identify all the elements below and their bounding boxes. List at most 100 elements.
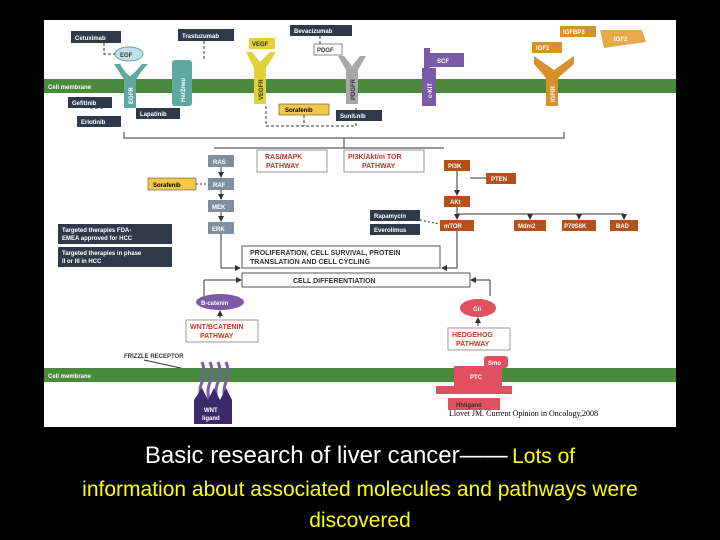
- svg-text:Her2neu: Her2neu: [181, 78, 187, 102]
- svg-text:IGFIR: IGFIR: [551, 85, 557, 102]
- svg-text:Cetuximab: Cetuximab: [75, 36, 106, 42]
- svg-text:EMEA approved for HCC: EMEA approved for HCC: [62, 236, 133, 242]
- bottom-cell-membrane: [44, 368, 676, 382]
- svg-text:RAS/MAPK: RAS/MAPK: [265, 154, 302, 161]
- node-mdm2: Mdm2: [514, 220, 546, 231]
- bottom-membrane-label: Cell membrane: [48, 374, 92, 380]
- svg-text:AKt: AKt: [450, 200, 461, 206]
- svg-text:HEDGEHOG: HEDGEHOG: [452, 332, 493, 339]
- node-gli: Gli: [460, 299, 496, 317]
- svg-text:MEK: MEK: [212, 205, 226, 211]
- svg-text:c-KIT: c-KIT: [428, 83, 434, 98]
- top-membrane-label: Cell membrane: [48, 85, 92, 91]
- svg-text:PATHWAY: PATHWAY: [200, 333, 234, 340]
- legend-trials: Targeted therapies in phase II or III in…: [58, 247, 172, 267]
- drug-cetuximab: Cetuximab: [71, 31, 121, 43]
- receptor-egfr: EGFR: [114, 64, 148, 108]
- ligand-igf2: IGF2: [600, 30, 646, 48]
- caption-sub-rest: information about associated molecules a…: [82, 478, 638, 532]
- receptor-igfir: IGFIR: [534, 56, 574, 106]
- drug-bevacizumab: Bevacizumab: [290, 25, 352, 36]
- svg-text:Gli: Gli: [473, 307, 481, 313]
- svg-text:Hhligand: Hhligand: [456, 403, 482, 409]
- drug-erlotinib: Erlotinib: [77, 116, 121, 127]
- citation: Llovet JM. Current Opinion in Oncology,2…: [449, 409, 598, 418]
- svg-text:PDGFR: PDGFR: [351, 78, 357, 100]
- wnt-ligand: WNT ligand: [194, 388, 232, 424]
- svg-text:VEGF: VEGF: [252, 42, 269, 48]
- ligand-vegf: VEGF: [249, 38, 275, 49]
- svg-text:SCF: SCF: [437, 59, 449, 65]
- outcome-proliferation: PROLIFERATION, CELL SURVIVAL, PROTEIN TR…: [241, 245, 441, 269]
- svg-text:PI3K/Akt/m TOR: PI3K/Akt/m TOR: [348, 154, 402, 161]
- svg-text:IGF1: IGF1: [536, 46, 550, 52]
- svg-text:mTOR: mTOR: [444, 224, 463, 230]
- ligand-pdgf: PDGF: [313, 43, 343, 56]
- svg-text:Lapatinib: Lapatinib: [140, 112, 167, 118]
- drug-sorafenib-raf: Sorafenib: [147, 177, 207, 191]
- ligand-egf: EGF: [114, 46, 144, 62]
- slide-caption: Basic research of liver cancer—— Lots of…: [40, 440, 680, 536]
- svg-text:Sorafenib: Sorafenib: [153, 183, 181, 189]
- svg-text:Smo: Smo: [488, 361, 501, 367]
- node-akt: AKt: [444, 196, 470, 207]
- svg-text:PDGF: PDGF: [317, 48, 334, 54]
- caption-main: Basic research of liver cancer——: [144, 442, 508, 469]
- ligand-igfbp3: IGFBP3: [560, 26, 596, 37]
- node-bcatenin: B-catenin: [196, 294, 244, 310]
- svg-text:EGFR: EGFR: [129, 87, 135, 104]
- node-raf: RAF: [208, 178, 234, 190]
- receptor-ckit: c-KIT: [422, 48, 436, 106]
- svg-text:Erlotinib: Erlotinib: [81, 120, 106, 126]
- ligand-scf: SCF: [430, 53, 464, 67]
- pi3k-arrows: [454, 171, 627, 220]
- svg-text:P70S6K: P70S6K: [564, 224, 587, 230]
- svg-text:PATHWAY: PATHWAY: [266, 163, 300, 170]
- node-bad: BAD: [610, 220, 638, 231]
- ligand-igf1: IGF1: [532, 42, 562, 53]
- svg-text:Trastuzumab: Trastuzumab: [182, 34, 219, 40]
- svg-text:ligand: ligand: [202, 416, 220, 422]
- svg-text:IGF2: IGF2: [614, 37, 628, 43]
- pathway-ras-mapk: RAS/MAPK PATHWAY: [256, 149, 328, 173]
- svg-text:B-catenin: B-catenin: [201, 301, 229, 307]
- svg-text:RAS: RAS: [213, 160, 226, 166]
- svg-text:II or III in HCC: II or III in HCC: [62, 259, 102, 265]
- svg-text:PATHWAY: PATHWAY: [362, 163, 396, 170]
- svg-text:Sunitinib: Sunitinib: [340, 114, 366, 120]
- node-ptc: PTC: [436, 366, 512, 394]
- svg-text:Bevacizumab: Bevacizumab: [294, 29, 333, 35]
- frizzled-receptor-label: FRIZZLE RECEPTOR: [124, 354, 184, 360]
- svg-text:RAF: RAF: [213, 183, 226, 189]
- svg-text:PI3K: PI3K: [448, 164, 462, 170]
- node-mtor: mTOR: [440, 220, 474, 231]
- drug-connectors: [90, 36, 357, 127]
- node-hhligand: Hhligand: [448, 398, 500, 410]
- top-cell-membrane: [44, 79, 676, 93]
- legend-approved: Targeted therapies FDA- EMEA approved fo…: [58, 224, 172, 244]
- svg-text:Everolimus: Everolimus: [374, 228, 407, 234]
- svg-text:IGFBP3: IGFBP3: [563, 30, 585, 36]
- pathway-diagram: Cell membrane Cetuximab Trastuzumab Beva…: [44, 20, 676, 427]
- outcome-differentiation: CELL DIFFERENTIATION: [241, 272, 471, 288]
- node-p70s6k: P70S6K: [562, 220, 596, 231]
- svg-text:Mdm2: Mdm2: [518, 224, 536, 230]
- receptor-bracket: [123, 132, 565, 139]
- pathway-pi3k: PI3K/Akt/m TOR PATHWAY: [343, 149, 425, 173]
- pathway-wnt: WNT/BCATENIN PATHWAY: [185, 319, 259, 343]
- node-pi3k: PI3K: [444, 160, 470, 171]
- node-mek: MEK: [208, 200, 234, 212]
- svg-text:PTEN: PTEN: [491, 177, 507, 183]
- node-pten: PTEN: [486, 173, 516, 184]
- svg-text:PROLIFERATION, CELL SURVIVAL,: PROLIFERATION, CELL SURVIVAL, PROTEIN: [250, 250, 400, 257]
- svg-text:Sorafenib: Sorafenib: [285, 108, 313, 114]
- svg-text:PTC: PTC: [470, 375, 483, 381]
- svg-text:BAD: BAD: [616, 224, 630, 230]
- svg-text:ERK: ERK: [212, 227, 225, 233]
- svg-text:Targeted therapies FDA-: Targeted therapies FDA-: [62, 228, 131, 234]
- node-smo: Smo: [484, 356, 508, 368]
- svg-text:TRANSLATION AND CELL CYCLING: TRANSLATION AND CELL CYCLING: [250, 259, 371, 266]
- pathway-hedgehog: HEDGEHOG PATHWAY: [447, 327, 511, 351]
- drug-sunitinib: Sunitinib: [336, 110, 382, 121]
- drug-gefitinib: Gefitinib: [68, 97, 112, 108]
